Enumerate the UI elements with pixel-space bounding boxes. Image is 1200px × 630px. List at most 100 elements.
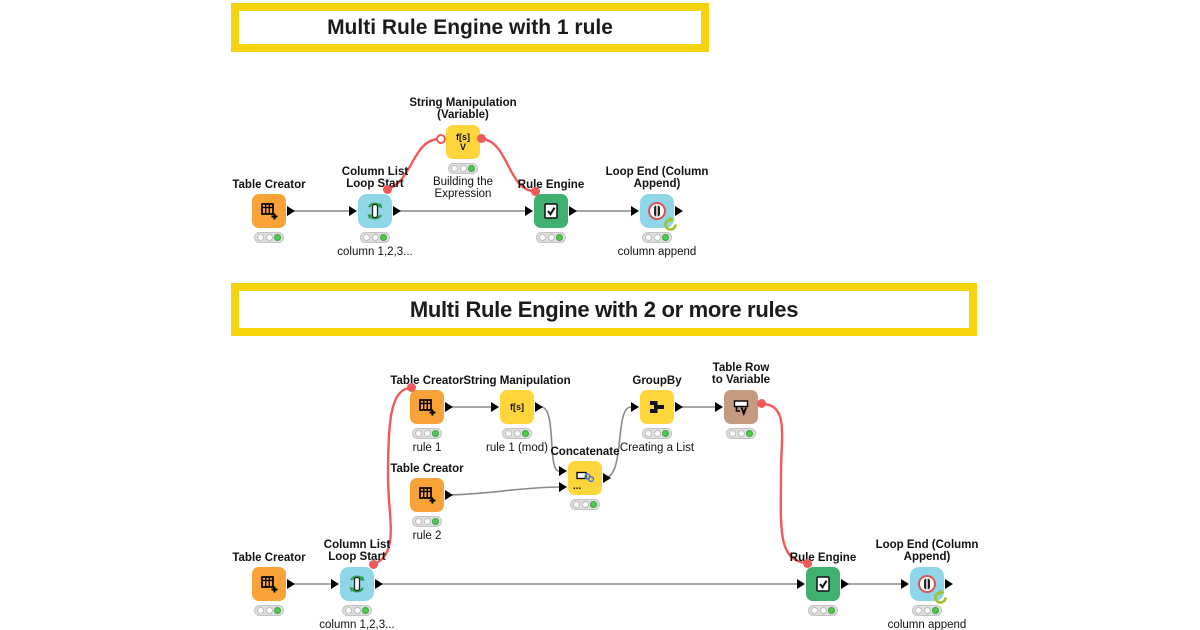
flow-variable-out-port[interactable] [383,185,392,194]
loop-reset-icon[interactable] [662,216,679,233]
table-to-variable-icon [733,399,748,416]
output-port[interactable] [535,402,543,412]
annotation-title: Multi Rule Engine with 2 or more rules [239,291,969,328]
status-traffic-light [642,232,672,243]
node-concatenate[interactable]: ... [559,461,611,495]
output-port[interactable] [841,579,849,589]
node-table-creator-2[interactable] [252,567,295,601]
output-port[interactable] [603,473,611,483]
flow-variable-in-port[interactable] [531,187,540,196]
node-note: Building the Expression [432,176,494,201]
node-table-creator-rule1[interactable] [410,390,453,424]
node-table-creator-rule2[interactable] [410,478,453,512]
concatenate-dots: ... [573,481,582,492]
fs-icon: f[s] [510,401,524,412]
status-traffic-light [412,516,442,527]
status-traffic-light [808,605,838,616]
node-rule-engine-1[interactable] [525,194,577,228]
node-column-list-loop-start-2[interactable] [331,567,383,601]
status-traffic-light [448,163,478,174]
table-plus-icon [260,202,277,219]
flow-variable-out-port[interactable] [369,560,378,569]
table-plus-icon [418,398,435,415]
status-traffic-light [502,428,532,439]
status-traffic-light [254,605,284,616]
loop-column-icon [367,202,383,220]
node-title: Table Creator [232,179,306,191]
node-groupby[interactable] [631,390,683,424]
status-traffic-light [570,499,600,510]
status-traffic-light [412,428,442,439]
node-note: Creating a List [619,442,695,454]
node-title: Column List Loop Start [323,539,391,564]
output-port[interactable] [287,579,295,589]
output-port[interactable] [945,579,953,589]
fs-variable-icon: f[s] V [456,131,470,152]
column-append-icon [918,575,936,593]
flow-variable-in-port[interactable] [436,134,446,144]
node-loop-end-column-append-1[interactable] [631,194,683,228]
input-port[interactable] [715,402,723,412]
node-string-manipulation-variable[interactable]: f[s] V [446,125,480,159]
input-port[interactable] [331,579,339,589]
output-port[interactable] [445,490,453,500]
input-port[interactable] [525,206,533,216]
loop-reset-icon[interactable] [932,589,949,606]
input-port[interactable] [491,402,499,412]
flow-variable-in-port[interactable] [803,559,812,568]
output-port[interactable] [393,206,401,216]
node-title: Table Row to Variable [711,362,771,387]
node-title: Table Creator [390,463,464,475]
status-traffic-light [912,605,942,616]
node-loop-end-column-append-2[interactable] [901,567,953,601]
groupby-icon [650,401,664,413]
node-table-creator-1[interactable] [252,194,295,228]
input-port[interactable] [901,579,909,589]
status-traffic-light [536,232,566,243]
node-string-manipulation[interactable]: f[s] [491,390,543,424]
status-traffic-light [726,428,756,439]
flow-variable-in-port[interactable] [407,383,416,392]
output-port[interactable] [287,206,295,216]
node-title: String Manipulation (Variable) [409,97,517,122]
node-column-list-loop-start-1[interactable] [349,194,401,228]
node-title: String Manipulation [463,375,571,387]
rule-check-icon [544,203,558,219]
input-port[interactable] [797,579,805,589]
annotation-banner-1[interactable]: Multi Rule Engine with 1 rule [231,3,709,52]
status-traffic-light [642,428,672,439]
flow-variable-out-port[interactable] [477,134,486,143]
node-rule-engine-2[interactable] [797,567,849,601]
input-port[interactable] [631,206,639,216]
node-note: rule 2 [412,530,442,542]
output-port[interactable] [569,206,577,216]
node-note: column append [617,246,697,258]
annotation-title: Multi Rule Engine with 1 rule [239,11,701,44]
concatenate-icon [576,471,595,483]
output-port[interactable] [675,402,683,412]
node-note: rule 1 [412,442,442,454]
node-title: Table Creator [232,552,306,564]
node-note: column 1,2,3... [319,619,395,630]
input-port-2[interactable] [559,482,567,492]
node-title: GroupBy [632,375,682,387]
status-traffic-light [342,605,372,616]
input-port-1[interactable] [559,466,567,476]
rule-check-icon [816,576,830,592]
flow-variable-out-port[interactable] [757,399,766,408]
node-note: column 1,2,3... [337,246,413,258]
input-port[interactable] [631,402,639,412]
output-port[interactable] [445,402,453,412]
output-port[interactable] [675,206,683,216]
status-traffic-light [360,232,390,243]
table-plus-icon [418,486,435,503]
annotation-banner-2[interactable]: Multi Rule Engine with 2 or more rules [231,283,977,336]
output-port[interactable] [375,579,383,589]
node-title: Concatenate [550,446,620,458]
node-table-row-to-variable[interactable] [715,390,758,424]
node-note: column append [887,619,967,630]
input-port[interactable] [349,206,357,216]
status-traffic-light [254,232,284,243]
loop-column-icon [349,575,365,593]
